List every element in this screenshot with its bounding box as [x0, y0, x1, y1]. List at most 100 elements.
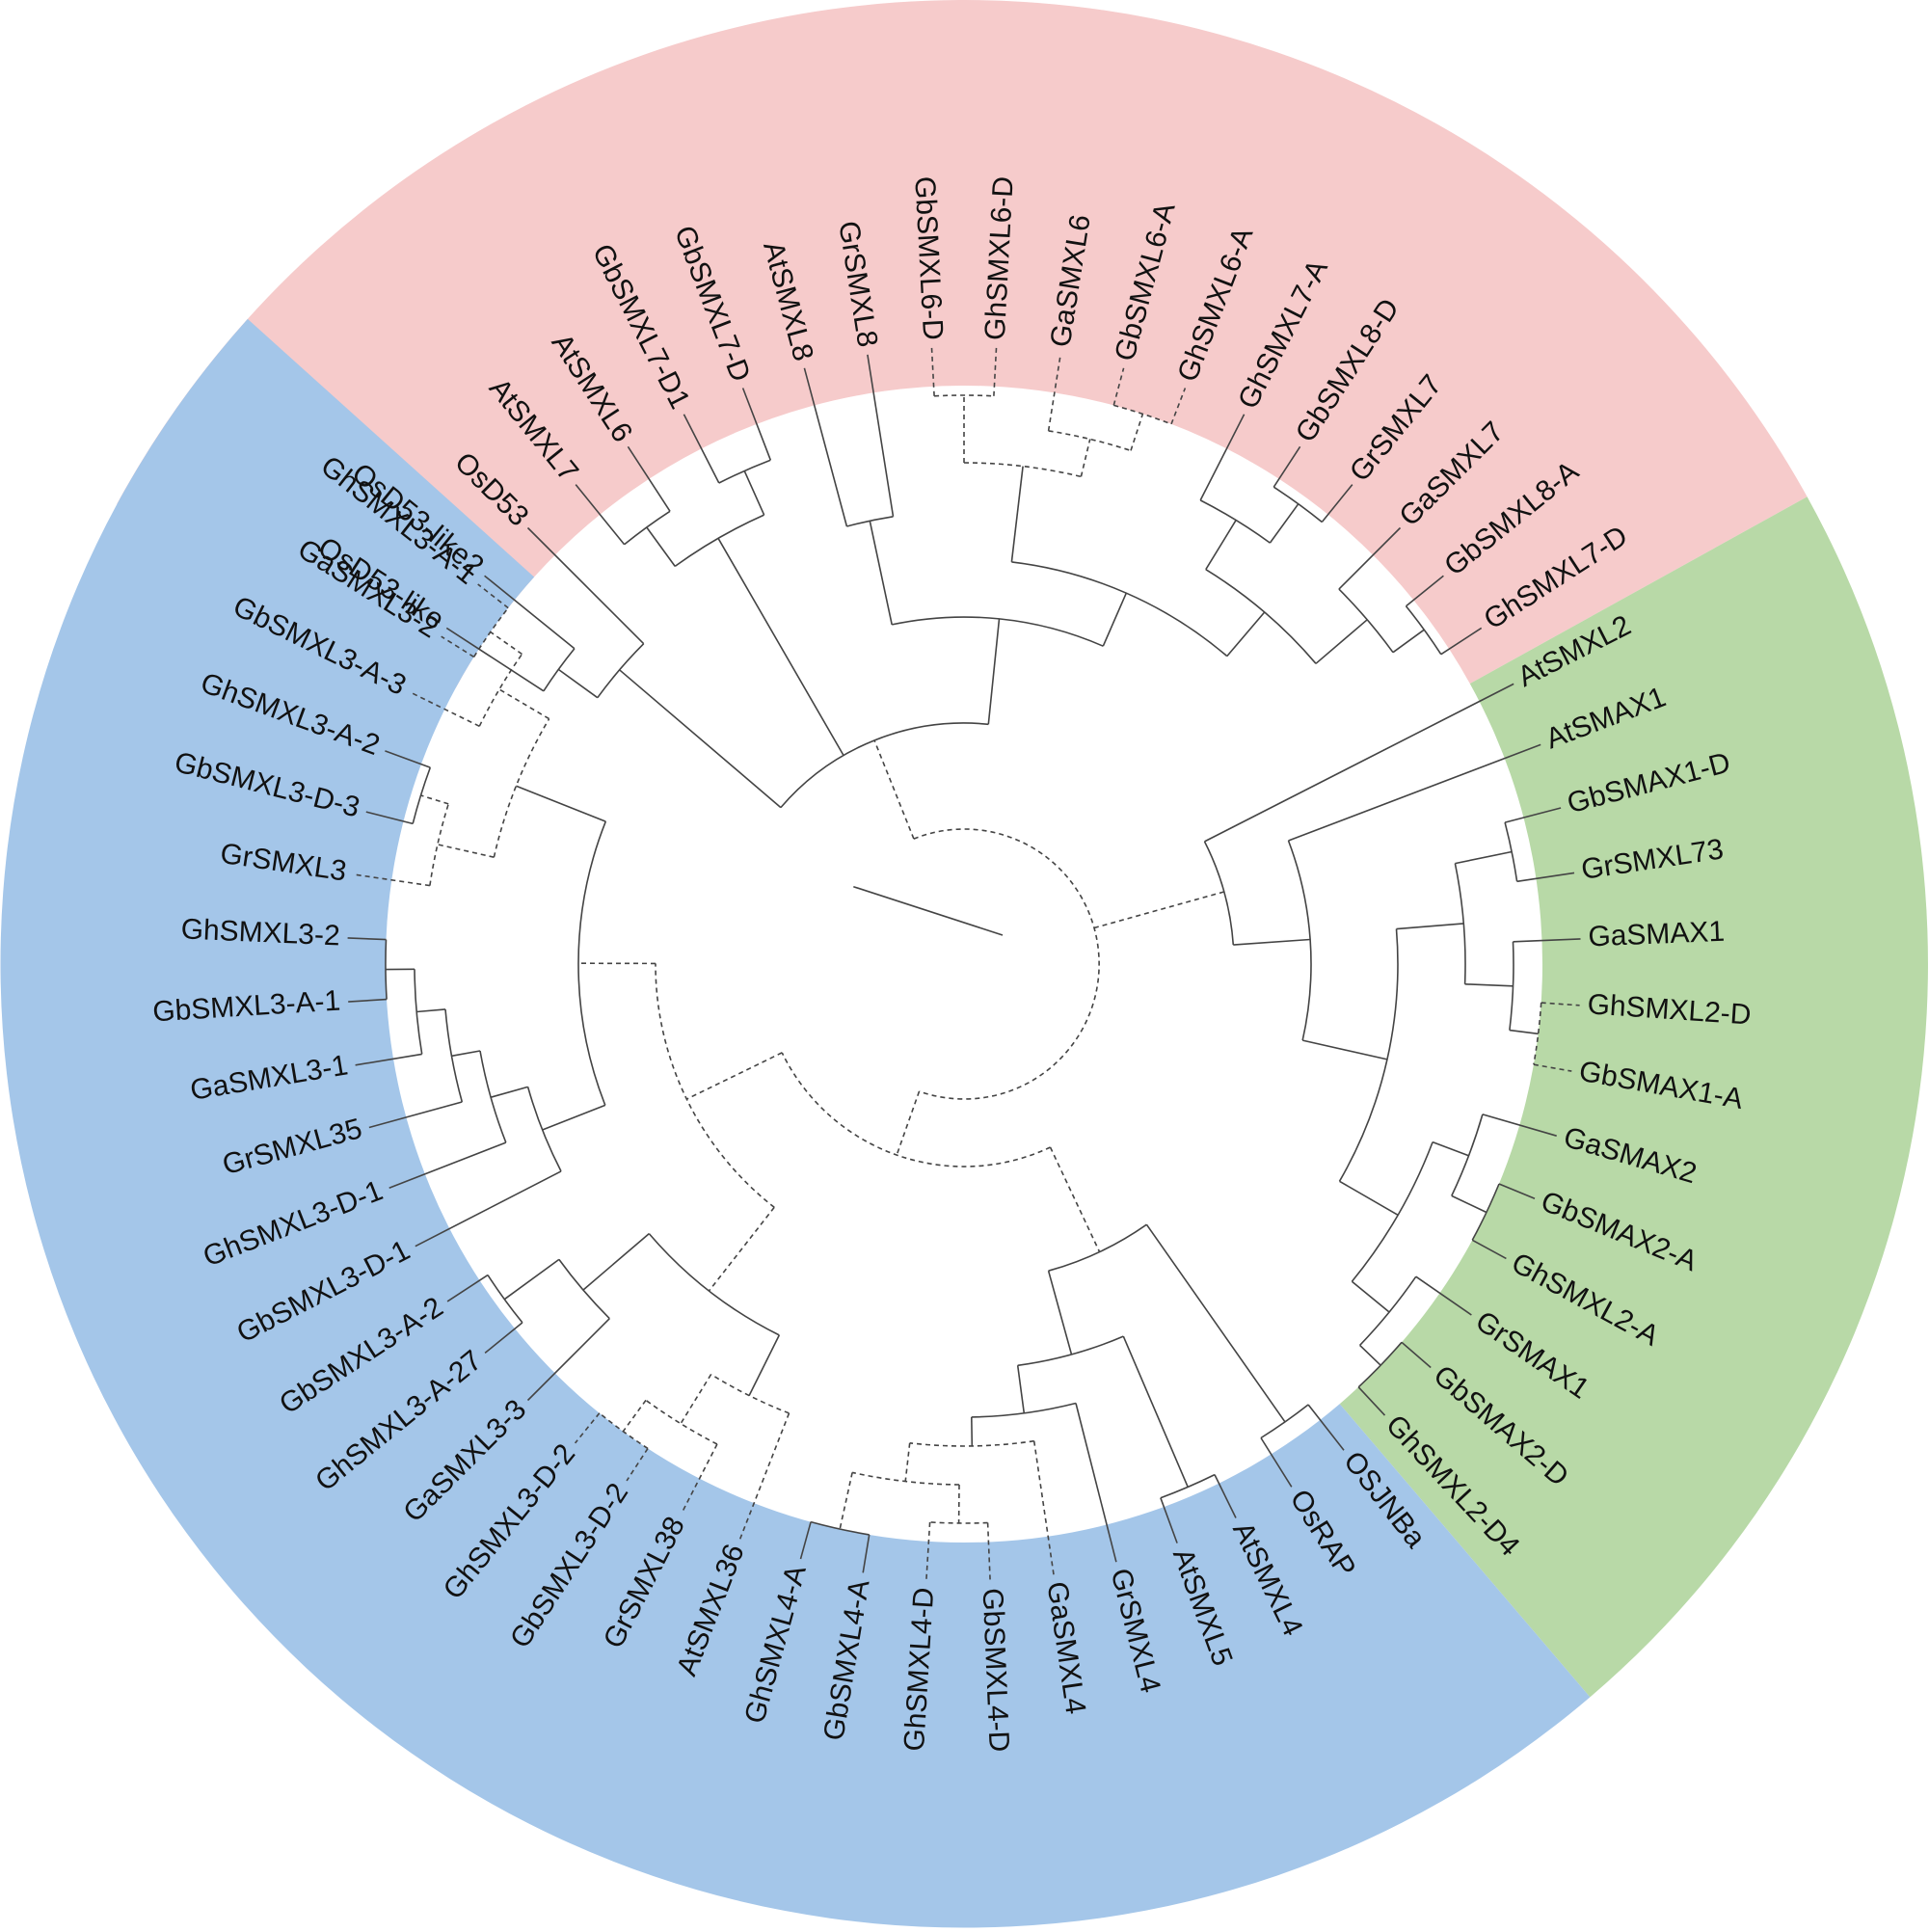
- leaf-branch: [1321, 484, 1353, 523]
- internal-branch: [839, 1472, 853, 1530]
- internal-branch: [1451, 1194, 1487, 1214]
- leaf-branch: [862, 1534, 871, 1573]
- internal-branch: [1509, 1029, 1539, 1035]
- leaf-branch: [526, 1318, 610, 1402]
- internal-branch: [717, 537, 844, 756]
- internal-branch: [646, 526, 676, 567]
- internal-branch: [1359, 1344, 1381, 1366]
- node-arc: [929, 1521, 988, 1524]
- internal-branch: [498, 688, 550, 720]
- leaf-branch: [1273, 445, 1301, 488]
- node-arc: [624, 510, 671, 546]
- node-arc: [1338, 928, 1399, 1182]
- leaf-branch: [484, 575, 576, 650]
- node-arc: [1451, 1114, 1484, 1196]
- node-arc: [710, 1373, 790, 1414]
- leaf-branch: [681, 1443, 718, 1514]
- internal-branch: [1080, 439, 1091, 477]
- leaf-branch: [410, 691, 480, 728]
- leaf-branch: [1260, 1437, 1293, 1488]
- leaf-branch: [385, 750, 431, 768]
- node-arc: [648, 1233, 780, 1336]
- leaf-branch: [1513, 938, 1581, 943]
- leaf-branch: [446, 1274, 489, 1302]
- node-arc: [674, 514, 764, 568]
- leaf-branch: [355, 1053, 422, 1066]
- internal-branch: [1392, 629, 1425, 654]
- leaf-branch: [683, 414, 720, 484]
- internal-branch: [1145, 1223, 1286, 1423]
- internal-branch: [516, 785, 606, 822]
- internal-branch: [416, 1008, 446, 1013]
- internal-branch: [1351, 1280, 1390, 1313]
- leaf-branch: [348, 998, 388, 1003]
- internal-branch: [1130, 414, 1144, 451]
- internal-branch: [743, 470, 765, 516]
- node-arc: [851, 1471, 960, 1486]
- leaf-branch: [627, 445, 671, 512]
- internal-branch: [680, 1374, 712, 1425]
- node-arc: [1359, 1275, 1417, 1346]
- internal-branch: [490, 1086, 528, 1098]
- leaf-branch: [626, 1447, 649, 1482]
- internal-branch: [1226, 611, 1266, 657]
- leaf-branch: [353, 873, 431, 887]
- node-arc: [1017, 1335, 1124, 1367]
- leaf-branch: [388, 1141, 507, 1190]
- node-arc: [934, 394, 994, 397]
- internal-branch: [1315, 619, 1368, 664]
- internal-branch: [1102, 592, 1128, 647]
- leaf-branch: [477, 583, 509, 609]
- node-arc: [1199, 499, 1271, 544]
- node-arc: [1113, 404, 1172, 425]
- internal-branch: [490, 631, 522, 656]
- node-arc: [1260, 1404, 1309, 1439]
- node-arc: [1351, 1141, 1433, 1282]
- leaf-label: GhSMXL3-2: [180, 913, 340, 952]
- leaf-branch: [1112, 367, 1125, 406]
- internal-branch: [420, 794, 449, 805]
- internal-branch: [1269, 503, 1299, 544]
- internal-branch: [1432, 1140, 1469, 1157]
- leaf-branch: [574, 1412, 601, 1444]
- internal-branch: [622, 1399, 647, 1433]
- internal-branch: [869, 521, 893, 626]
- node-arc: [1338, 588, 1394, 654]
- internal-branch: [619, 669, 782, 809]
- internal-branch: [451, 1050, 481, 1058]
- clade-band-green: [1339, 496, 1928, 1698]
- internal-branch: [1302, 1039, 1388, 1060]
- leaf-branch: [1498, 1183, 1536, 1199]
- internal-branch: [542, 1104, 606, 1131]
- leaf-branch: [575, 484, 626, 546]
- leaf-branch: [1482, 1114, 1557, 1137]
- leaf-branch: [1533, 1063, 1572, 1072]
- leaf-branch: [986, 1522, 991, 1581]
- node-arc: [971, 1402, 1077, 1418]
- node-arc: [429, 803, 449, 886]
- node-arc: [597, 643, 645, 699]
- leaf-branch: [1170, 388, 1187, 425]
- node-arc: [810, 1520, 870, 1536]
- leaf-branch: [1504, 807, 1562, 823]
- node-arc: [1471, 1183, 1500, 1241]
- node-arc: [543, 648, 576, 692]
- internal-branch: [971, 1416, 974, 1446]
- leaf-branch: [1288, 743, 1541, 842]
- leaf-branch: [1338, 526, 1402, 590]
- root-branch: [853, 885, 1004, 936]
- leaf-branch: [1405, 575, 1444, 607]
- node-arc: [478, 654, 523, 727]
- leaf-branch: [1214, 1474, 1237, 1518]
- clade-band-blue: [0, 318, 1591, 1928]
- leaf-branch: [1516, 872, 1575, 883]
- internal-branch: [1233, 938, 1311, 946]
- node-arc: [1509, 941, 1514, 1031]
- internal-branch: [503, 1258, 560, 1301]
- leaf-branch: [441, 635, 475, 658]
- node-arc: [892, 616, 1104, 647]
- node-arc: [526, 1087, 562, 1172]
- leaf-branch: [1357, 1386, 1386, 1416]
- node-arc: [577, 820, 607, 1106]
